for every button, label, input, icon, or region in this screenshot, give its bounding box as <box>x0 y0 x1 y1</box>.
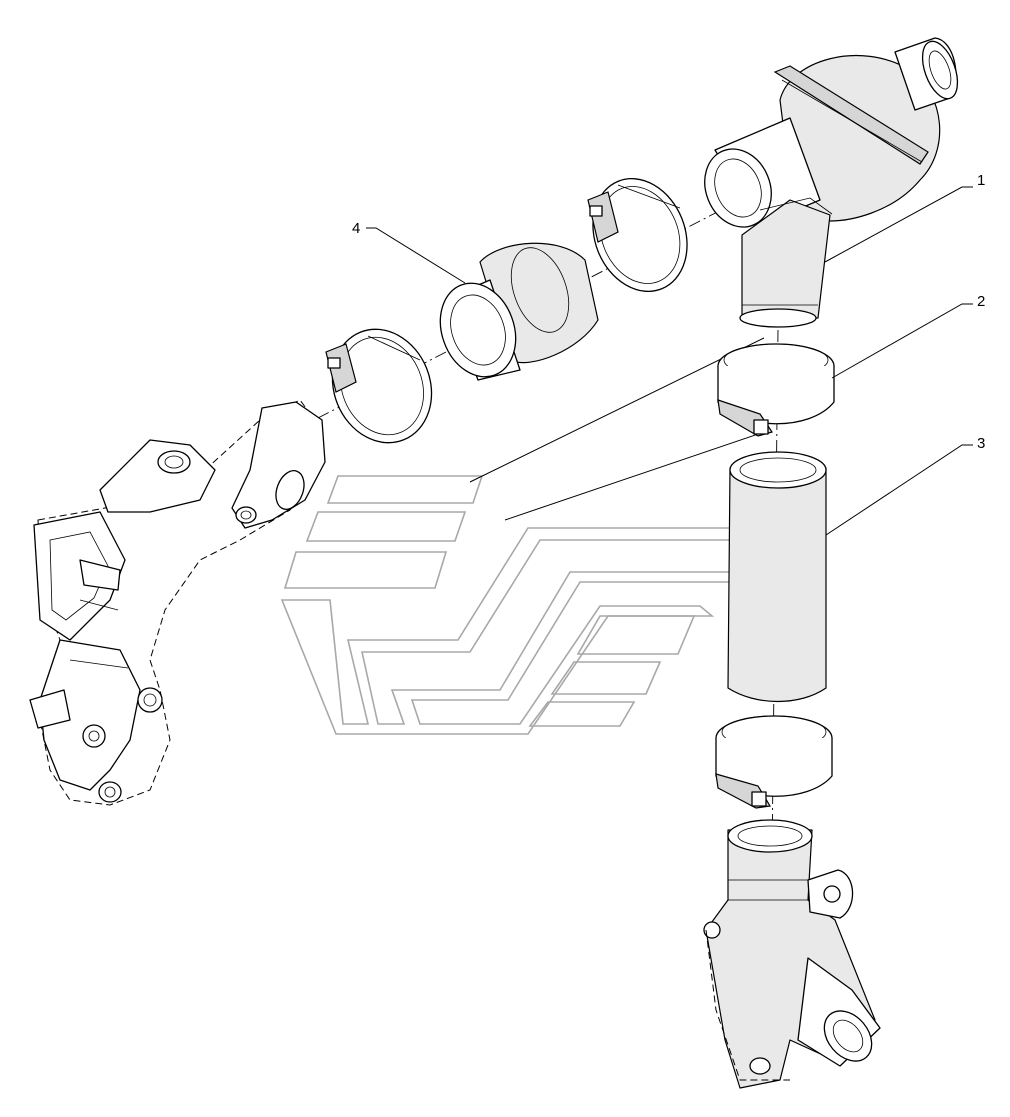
callout-label-2: 2 <box>977 293 985 310</box>
hose-clamp-upper <box>587 177 688 293</box>
watermark-logo <box>280 475 772 735</box>
hose-clamp-left <box>325 328 433 444</box>
hose-clamp-lower-vertical <box>715 715 833 809</box>
straight-hose <box>727 451 827 702</box>
callout-label-3: 3 <box>977 435 985 452</box>
engine-outlet-housing <box>29 399 326 806</box>
thermostat-housing <box>704 37 959 328</box>
lower-elbow-outlet <box>703 819 881 1089</box>
hose-connector <box>439 242 599 381</box>
callout-leaders <box>366 186 973 536</box>
callout-label-1: 1 <box>977 172 985 189</box>
callout-label-4: 4 <box>352 220 360 237</box>
hose-clamp-upper-vertical <box>717 343 835 437</box>
